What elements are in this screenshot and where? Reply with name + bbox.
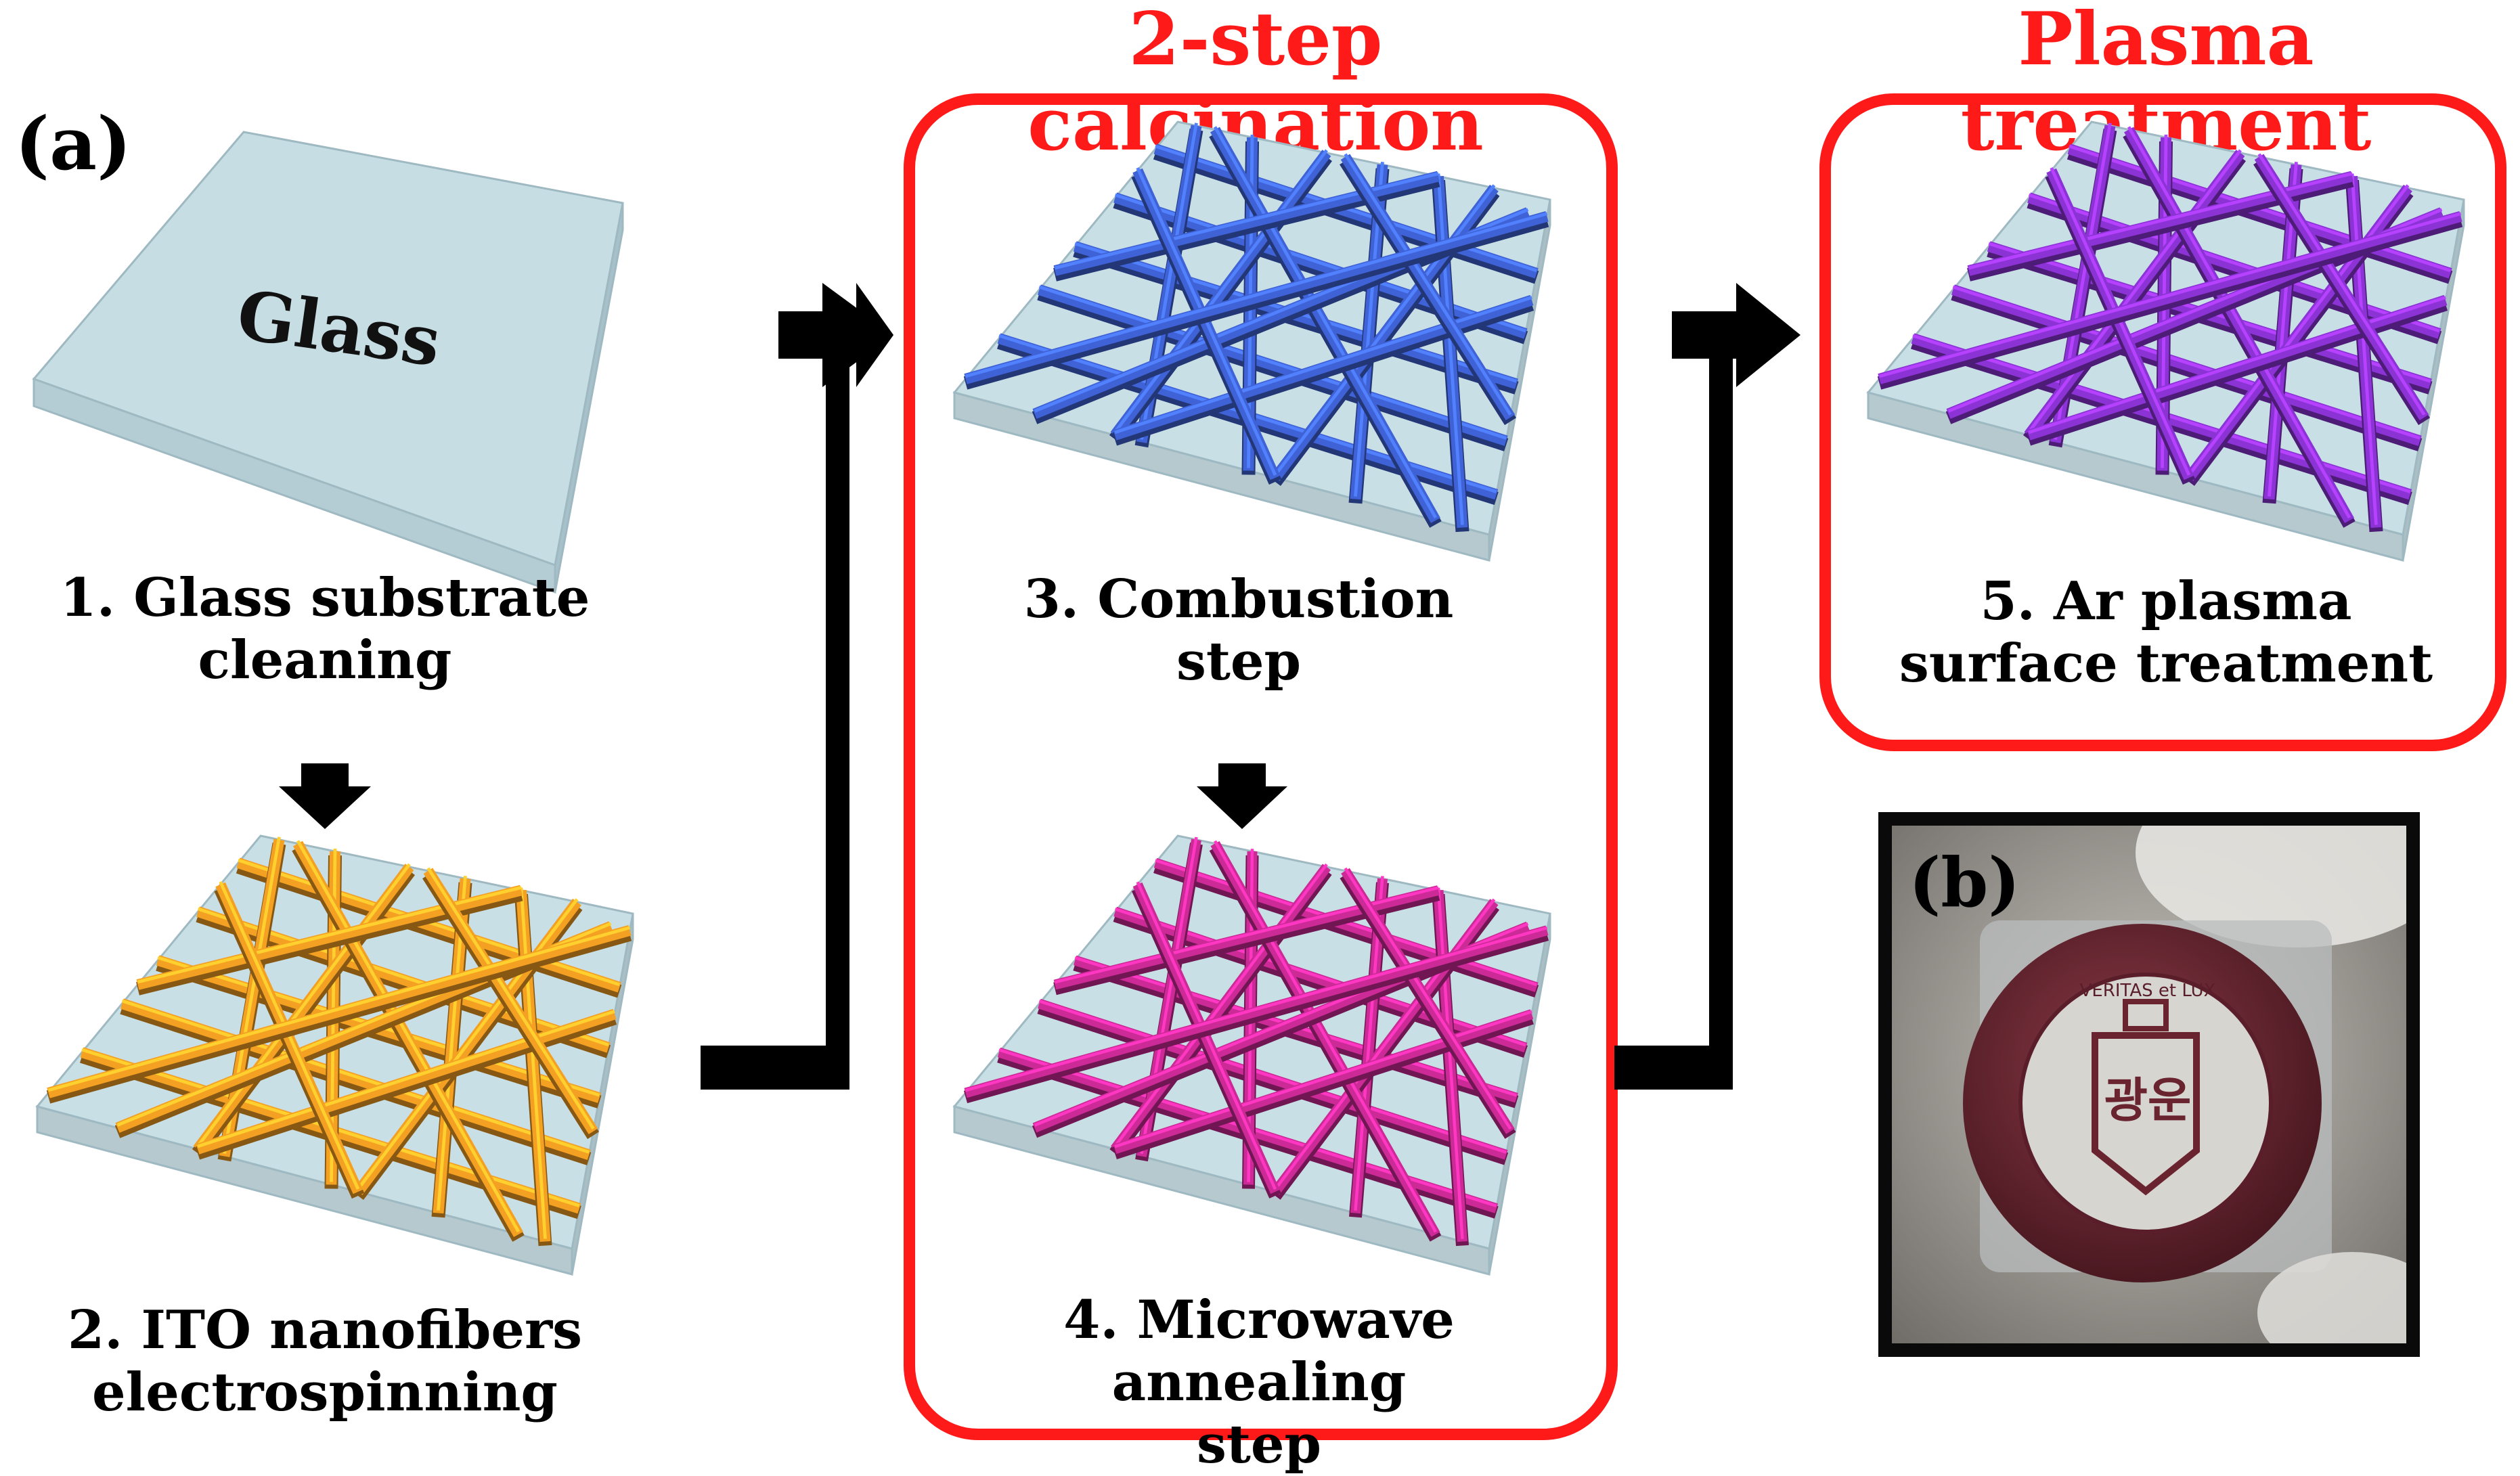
fiber-highlight xyxy=(1878,212,2462,378)
ito-fiber-slab xyxy=(35,834,634,1276)
fiber-highlight xyxy=(2350,173,2378,525)
nanofiber xyxy=(2027,294,2448,441)
sample-photo-drawing: VERITAS et LUX 광운 xyxy=(1892,826,2406,1343)
fiber-highlight xyxy=(426,867,595,1130)
nanofiber xyxy=(136,885,523,990)
nanofiber xyxy=(964,925,1549,1098)
step-3-line1: 3. Combustion xyxy=(1023,568,1454,630)
nanofiber xyxy=(2024,150,2245,439)
fiber-highlight xyxy=(296,840,521,1233)
step-5-line1: 5. Ar plasma xyxy=(1980,571,2352,632)
fiber-highlight xyxy=(121,999,590,1154)
nanofiber xyxy=(1037,284,1508,447)
fiber-highlight xyxy=(137,886,522,984)
fiber-highlight xyxy=(965,926,1548,1092)
seal-center-text: 광운 xyxy=(2104,1073,2192,1128)
fiber-highlight xyxy=(1344,153,1512,416)
step-5-label: 5. Ar plasma surface treatment xyxy=(1848,571,2484,695)
nanofiber xyxy=(1113,1009,1534,1155)
combustion-fiber-slab xyxy=(952,120,1551,562)
fiber-highlight xyxy=(1054,172,1439,270)
fiber-highlight xyxy=(1436,887,1464,1239)
fiber-highlight xyxy=(1952,285,2420,440)
nanofiber xyxy=(193,864,414,1153)
fiber-highlight xyxy=(1214,840,1437,1233)
step-2-line2: electrospinning xyxy=(92,1362,558,1423)
fiber-highlight xyxy=(196,863,411,1148)
step-2-line1: 2. ITO nanofibers xyxy=(67,1299,583,1361)
fiber-highlight xyxy=(1436,173,1464,525)
fiber-highlight xyxy=(965,212,1548,378)
fiber-highlight xyxy=(1113,863,1328,1148)
fiber-highlight xyxy=(1114,1010,1532,1148)
nanofiber xyxy=(1053,885,1440,990)
fiber-highlight xyxy=(1114,296,1532,434)
step-arrow-1 xyxy=(701,283,893,1090)
step-4-line2: step xyxy=(1196,1414,1322,1475)
fiber-highlight xyxy=(1274,898,1496,1190)
fiber-highlight xyxy=(1213,126,1438,519)
nanofiber xyxy=(1878,211,2462,384)
fiber-highlight xyxy=(1038,285,1507,440)
glass-slab-1 xyxy=(32,131,624,594)
panel-a-label: (a) xyxy=(15,102,132,187)
seal-top-text: VERITAS et LUX xyxy=(2080,981,2216,1001)
fiber-highlight xyxy=(357,898,579,1190)
fiber-highlight xyxy=(2257,153,2426,416)
step-arrow-2 xyxy=(1614,283,1800,1090)
nanofiber xyxy=(1153,857,1539,993)
calcination-box xyxy=(904,93,1618,1440)
sample-photo: VERITAS et LUX 광운 (b) xyxy=(1878,812,2420,1357)
nanofiber xyxy=(1053,171,1440,276)
nanofiber xyxy=(196,1008,617,1155)
nanofiber xyxy=(236,857,621,993)
nanofiber xyxy=(1038,998,1508,1160)
nanofiber xyxy=(1110,150,1331,439)
plasma-box xyxy=(1819,93,2506,751)
panel-b-label: (b) xyxy=(1909,843,2020,922)
step-4-label: 4. Microwave annealing step xyxy=(921,1289,1597,1476)
nanofiber xyxy=(1153,143,1539,279)
fiber-highlight xyxy=(47,926,631,1092)
nanofiber xyxy=(2067,143,2452,279)
fiber-highlight xyxy=(1344,867,1512,1130)
fiber-highlight xyxy=(1274,184,1496,476)
fiber-highlight xyxy=(1113,149,1328,434)
fiber-highlight xyxy=(1054,886,1439,984)
fiber-highlight xyxy=(2028,296,2446,434)
fiber-highlight xyxy=(2027,149,2242,434)
nanofiber xyxy=(1967,171,2353,276)
plasma-fiber-slab xyxy=(1866,120,2465,562)
down-arrow-1 xyxy=(279,763,371,829)
fiber-highlight xyxy=(1968,172,2353,270)
down-arrow-2 xyxy=(1197,763,1287,829)
step-1-line1: 1. Glass substrate xyxy=(60,567,590,629)
step-3-line2: step xyxy=(1176,631,1302,692)
nanofiber xyxy=(1951,284,2422,447)
nanofiber xyxy=(964,211,1549,384)
fiber-highlight xyxy=(519,887,547,1239)
fiber-highlight xyxy=(197,1010,615,1148)
step-4-line1: 4. Microwave annealing xyxy=(1063,1289,1455,1413)
step-1-label: 1. Glass substrate cleaning xyxy=(27,567,623,692)
nanofiber xyxy=(1111,864,1331,1153)
fiber-highlight xyxy=(2188,184,2410,476)
nanofiber xyxy=(1113,294,1534,441)
fiber-highlight xyxy=(1038,1000,1507,1154)
step-5-line2: surface treatment xyxy=(1899,633,2433,694)
fiber-highlight xyxy=(2127,126,2351,519)
step-3-label: 3. Combustion step xyxy=(934,568,1543,693)
nanofiber xyxy=(120,998,591,1161)
nanofiber xyxy=(47,925,632,1098)
step-2-label: 2. ITO nanofibers electrospinning xyxy=(27,1299,623,1424)
step-1-line2: cleaning xyxy=(198,629,452,691)
microwave-fiber-slab xyxy=(952,834,1551,1276)
